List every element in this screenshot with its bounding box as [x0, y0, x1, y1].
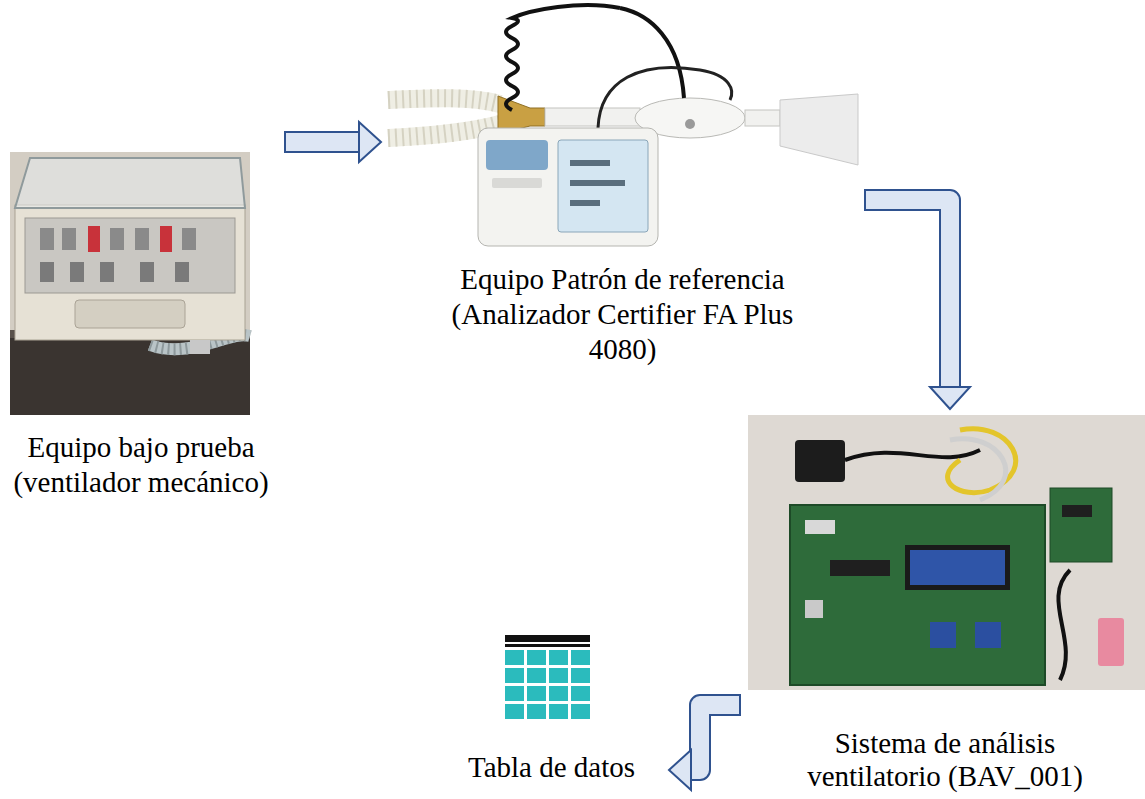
board-photo [795, 440, 845, 482]
block-arrow [669, 705, 741, 790]
table-icon [549, 686, 568, 701]
block-arrow [864, 200, 970, 409]
ventilator-photo [182, 228, 196, 250]
table-icon [505, 635, 590, 642]
ventilator-photo [15, 158, 245, 208]
ventilator-photo [70, 262, 84, 282]
figure-node: Equipo bajo prueba (ventilador mecánico) [2, 125, 280, 500]
block-arrow [284, 122, 381, 162]
board-photo [1058, 570, 1070, 680]
ventilator-photo [62, 228, 76, 250]
analyzer-photo [506, 5, 620, 110]
figure-node: Equipo Patrón de referencia (Analizador … [385, 0, 860, 367]
table-icon [505, 704, 524, 719]
ventilator-photo [10, 330, 250, 415]
analyzer-photo [780, 94, 858, 165]
table-icon [571, 686, 590, 701]
arrow-fill [691, 705, 739, 770]
table-icon [527, 704, 546, 719]
ventilator-photo [15, 205, 245, 340]
board-photo [830, 560, 890, 576]
arrow-head [930, 387, 970, 409]
board-photo [748, 415, 1145, 690]
arrow-fill [286, 133, 359, 151]
analyzer-photo [570, 200, 600, 206]
table-icon [571, 650, 590, 665]
table-icon [527, 686, 546, 701]
analyzer-photo [388, 5, 858, 246]
table-icon [505, 635, 590, 719]
table-icon [505, 644, 590, 647]
analyzer-photo [388, 98, 500, 104]
arrow-head [359, 122, 381, 162]
analyzer-photo [545, 108, 640, 126]
analyzer-photo [745, 110, 780, 126]
arrow-outline [864, 200, 950, 387]
ventilator-photo [10, 152, 250, 415]
figure-caption: Equipo bajo prueba (ventilador mecánico) [6, 430, 276, 500]
arrow-outline [691, 705, 741, 770]
table-icon [571, 668, 590, 683]
board-photo [748, 415, 1145, 690]
ventilator-photo [140, 262, 154, 282]
ventilator-photo [25, 218, 235, 293]
table-icon [549, 704, 568, 719]
board-photo [1062, 505, 1092, 517]
figure-caption: Sistema de análisis ventilatorio (BAV_00… [795, 727, 1095, 793]
board-photo [1098, 618, 1124, 666]
ventilator-photo [135, 228, 149, 250]
arrow-outline [284, 131, 359, 153]
ventilator-photo [190, 340, 210, 354]
board-photo [910, 550, 1005, 585]
analyzer-photo [685, 119, 695, 129]
board-photo [930, 622, 956, 648]
board-photo [805, 520, 835, 534]
figure-caption: Equipo Patrón de referencia (Analizador … [435, 262, 810, 367]
figure-node: Sistema de análisis ventilatorio (BAV_00… [745, 415, 1145, 793]
figure-node: Tabla de datos [440, 632, 663, 785]
analyzer-photo [570, 180, 625, 186]
board-photo [975, 622, 1001, 648]
board-photo [805, 600, 823, 618]
table-icon [505, 668, 524, 683]
ventilator-photo [100, 262, 114, 282]
table-icon [549, 650, 568, 665]
ventilator-photo [40, 228, 54, 250]
analyzer-photo [486, 140, 548, 170]
table-icon [527, 650, 546, 665]
analyzer-photo [388, 98, 500, 104]
analyzer-photo [598, 67, 732, 128]
ventilator-photo [75, 300, 185, 328]
analyzer-photo [492, 178, 542, 188]
board-photo [1050, 488, 1112, 562]
ventilator-photo [175, 262, 189, 282]
analyzer-photo [558, 140, 648, 232]
board-photo [905, 545, 1010, 590]
board-photo [950, 439, 1006, 500]
table-icon [505, 650, 524, 665]
board-photo [845, 450, 980, 460]
analyzer-photo [570, 160, 610, 166]
figure-caption: Tabla de datos [444, 750, 659, 785]
ventilator-photo [110, 228, 124, 250]
ventilator-photo [10, 152, 250, 415]
arrow-head [669, 750, 691, 790]
ventilator-photo [160, 226, 172, 252]
table-icon [549, 668, 568, 683]
table-icon [571, 704, 590, 719]
ventilator-photo [40, 262, 54, 282]
analyzer-photo [478, 128, 658, 246]
table-icon [505, 686, 524, 701]
arrow-fill [866, 200, 950, 387]
table-icon [527, 668, 546, 683]
analyzer-photo [620, 8, 684, 98]
ventilator-photo [88, 226, 100, 252]
board-photo [790, 505, 1045, 685]
